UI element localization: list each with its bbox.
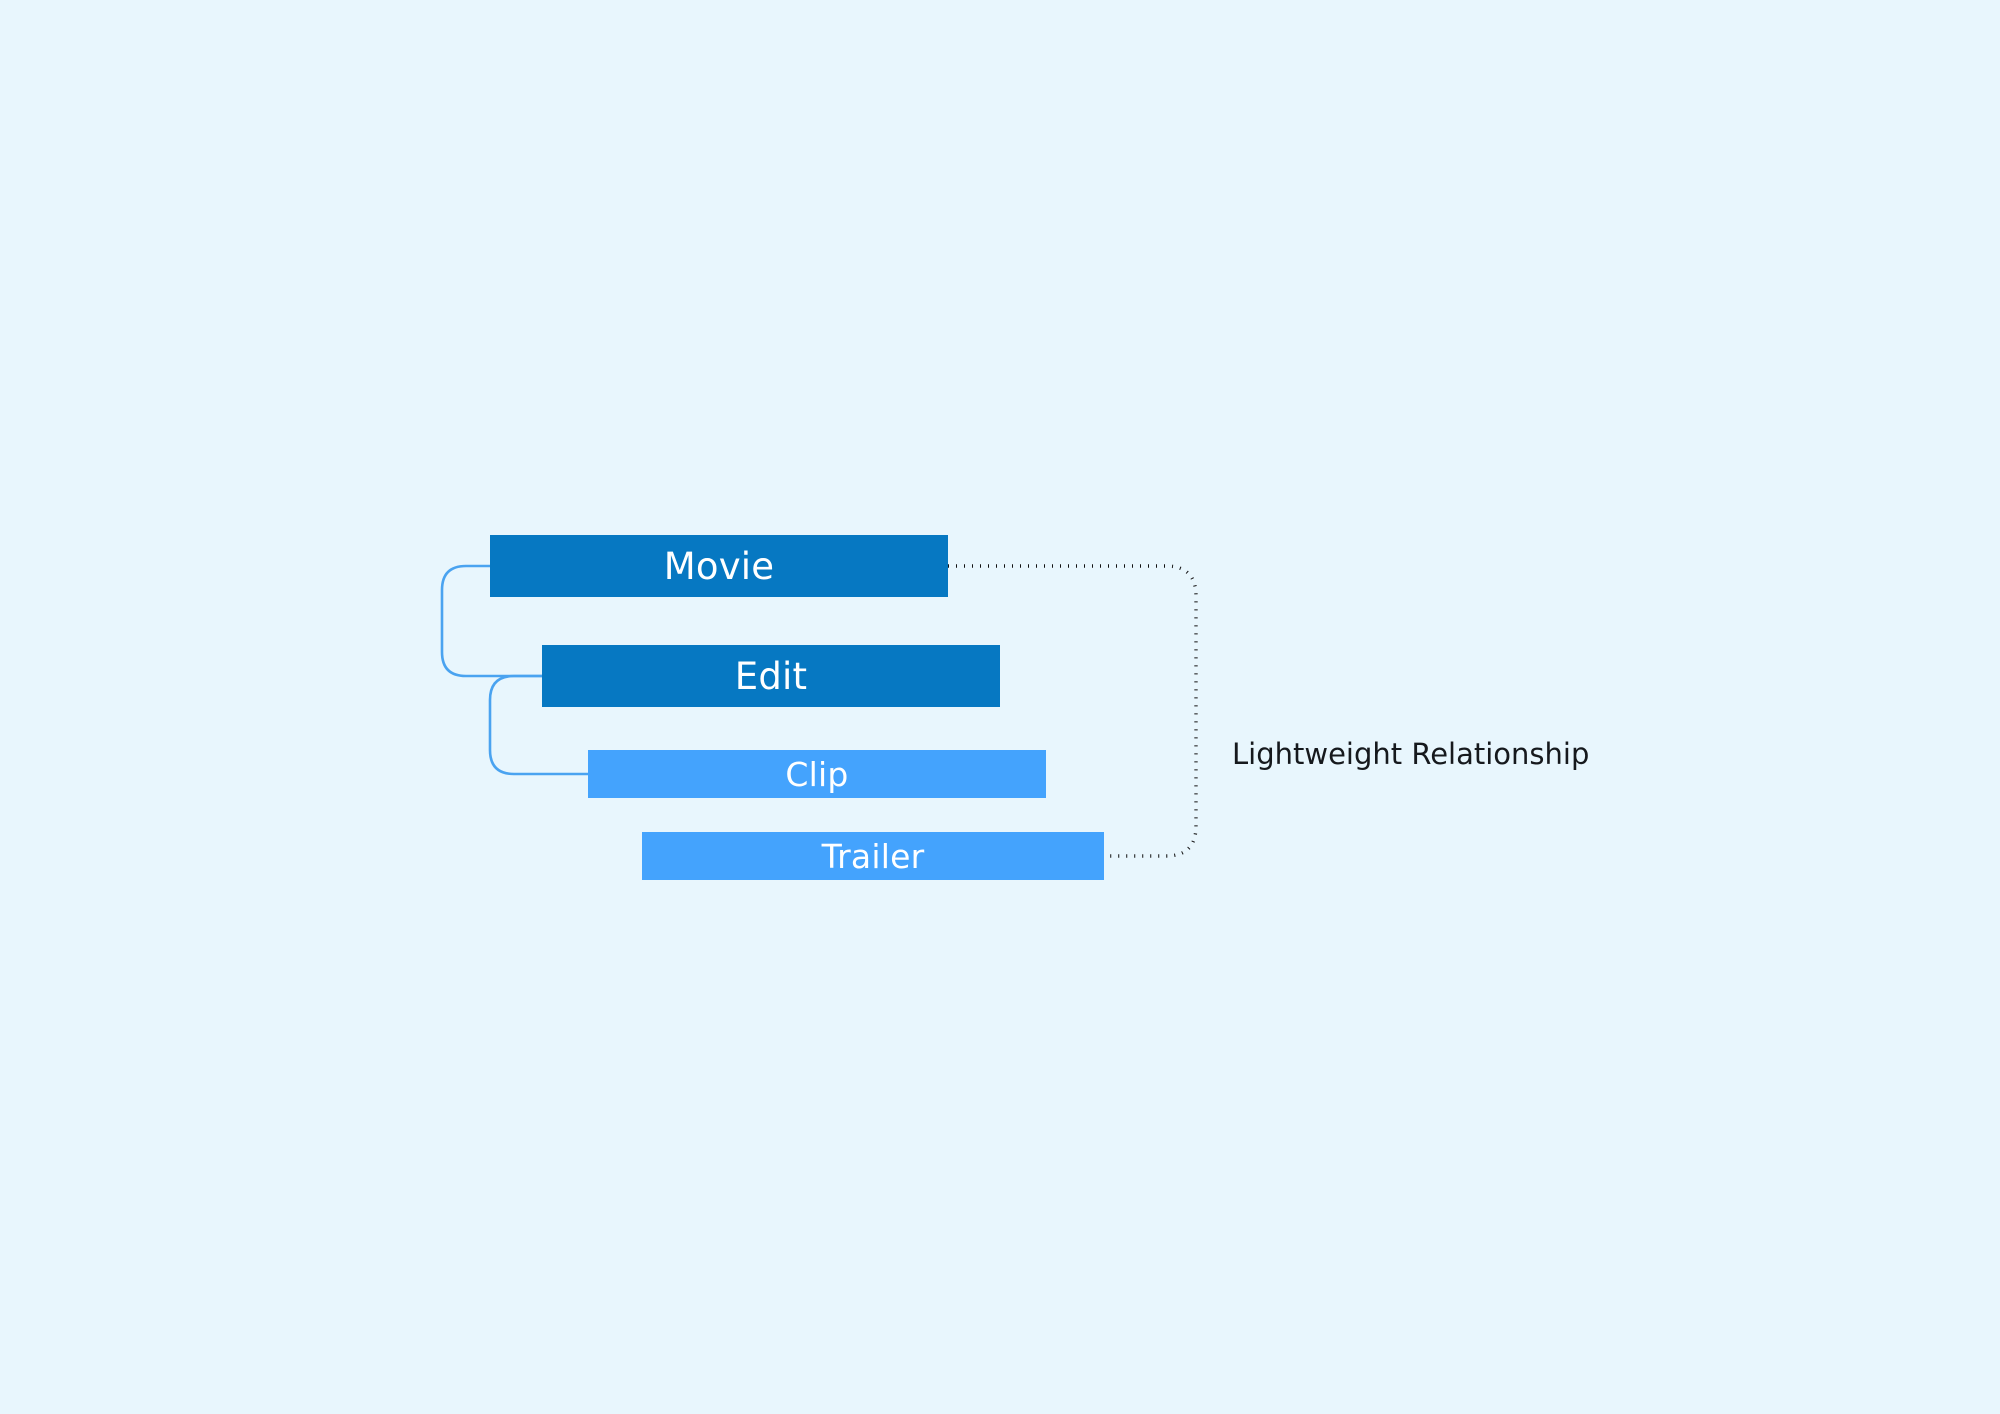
node-movie-label: Movie [663, 544, 775, 588]
connector-movie-to-trailer [948, 564, 1198, 858]
node-clip-label: Clip [785, 754, 849, 794]
node-trailer[interactable]: Trailer [642, 832, 1104, 880]
node-edit[interactable]: Edit [542, 645, 1000, 707]
node-edit-label: Edit [734, 654, 808, 698]
node-clip[interactable]: Clip [588, 750, 1046, 798]
relationship-annotation-label: Lightweight Relationship [1232, 737, 1590, 771]
node-trailer-label: Trailer [821, 836, 925, 876]
node-movie[interactable]: Movie [490, 535, 948, 597]
